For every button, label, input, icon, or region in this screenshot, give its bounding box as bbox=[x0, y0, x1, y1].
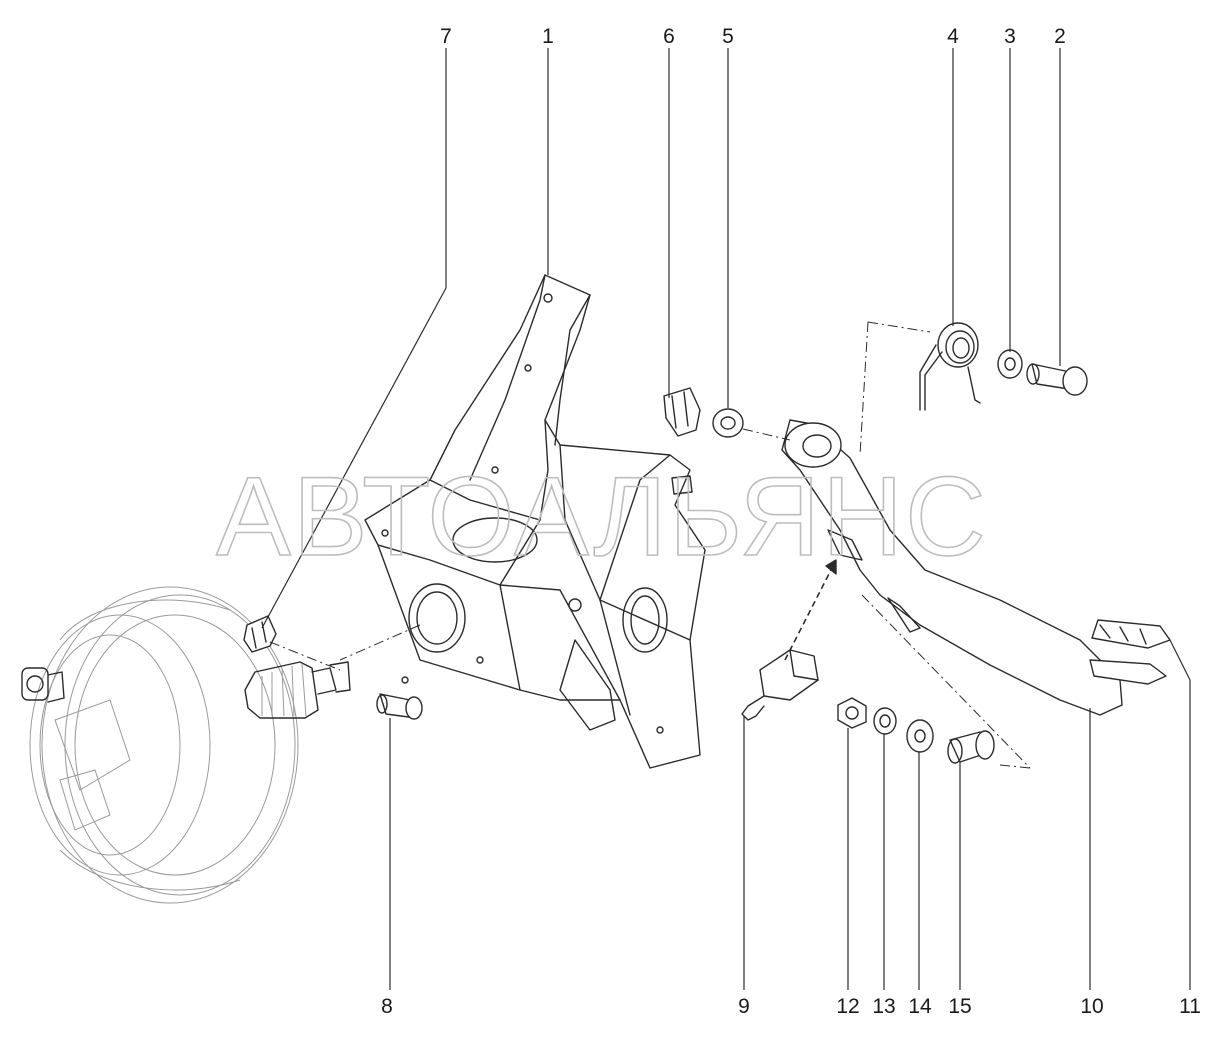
callout-12: 12 bbox=[836, 995, 859, 1018]
watermark-text: АВТОАЛЬЯНС bbox=[216, 454, 988, 579]
callout-7: 7 bbox=[440, 25, 452, 48]
callout-5: 5 bbox=[722, 25, 734, 48]
washer-part-14 bbox=[906, 719, 934, 753]
clip-part-6 bbox=[663, 387, 701, 437]
nut-part-12 bbox=[837, 697, 867, 729]
callout-15: 15 bbox=[948, 995, 971, 1018]
callout-9: 9 bbox=[738, 995, 750, 1018]
callout-6: 6 bbox=[663, 25, 675, 48]
brake-booster bbox=[21, 586, 351, 904]
callout-10: 10 bbox=[1080, 995, 1103, 1018]
washer-part-13 bbox=[873, 707, 897, 735]
callout-11: 11 bbox=[1179, 995, 1201, 1018]
callout-4: 4 bbox=[947, 25, 959, 48]
stop-light-switch-part-9 bbox=[741, 649, 819, 721]
clip-part-7 bbox=[243, 615, 277, 653]
callout-13: 13 bbox=[872, 995, 895, 1018]
washer-part-3 bbox=[997, 349, 1023, 379]
callout-2: 2 bbox=[1054, 25, 1066, 48]
assembly-lines bbox=[269, 321, 1031, 769]
sleeve-part-15 bbox=[947, 730, 995, 764]
return-spring-part-4 bbox=[919, 322, 981, 411]
callout-labels: 7 1 6 5 4 3 2 8 9 12 13 14 15 10 11 bbox=[381, 25, 1201, 1018]
pedal-bracket bbox=[364, 274, 706, 769]
callout-14: 14 bbox=[908, 995, 932, 1018]
brake-pedal bbox=[781, 419, 1171, 716]
axle-pin-part-2 bbox=[1026, 363, 1088, 396]
callout-8: 8 bbox=[381, 995, 393, 1018]
pin-part-8 bbox=[376, 693, 423, 720]
callout-1: 1 bbox=[542, 25, 554, 48]
callout-3: 3 bbox=[1004, 25, 1016, 48]
bushing-part-5 bbox=[712, 408, 744, 438]
leader-lines bbox=[261, 48, 1191, 990]
